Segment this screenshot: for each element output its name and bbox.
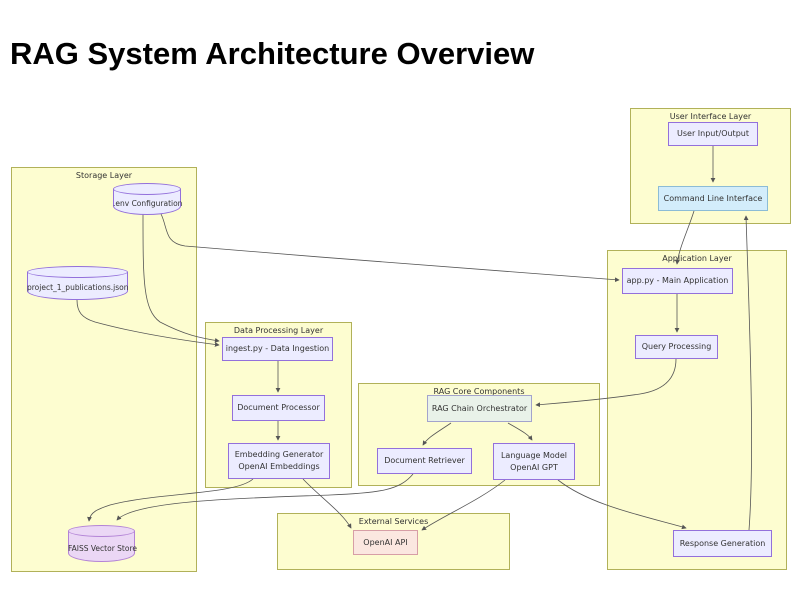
node-document-processor: Document Processor xyxy=(232,395,325,421)
container-label: Storage Layer xyxy=(75,171,133,180)
node-ingest-data-ingestion: ingest.py - Data Ingestion xyxy=(222,337,333,361)
node-label: RAG Chain Orchestrator xyxy=(431,403,528,413)
node-user-input-output: User Input/Output xyxy=(668,122,758,146)
container-label: RAG Core Components xyxy=(433,387,525,396)
database-cylinder-publications-json: project_1_publications.json xyxy=(27,266,128,300)
container-storage-layer: Storage Layer xyxy=(11,167,197,572)
node-app-main-application: app.py - Main Application xyxy=(622,268,733,294)
node-label-line1: Language Model xyxy=(500,450,568,460)
node-label: Document Retriever xyxy=(384,456,465,466)
cylinder-top xyxy=(27,266,128,278)
node-label-line1: Embedding Generator xyxy=(234,450,324,460)
node-label-line2: OpenAI GPT xyxy=(510,462,558,472)
cylinder-top xyxy=(113,183,181,195)
node-response-generation: Response Generation xyxy=(673,530,772,557)
database-cylinder-faiss-vector-store: FAISS Vector Store xyxy=(68,525,137,562)
node-label-line2: OpenAI Embeddings xyxy=(238,462,320,471)
node-language-model: Language Model OpenAI GPT xyxy=(493,443,575,480)
container-label: User Interface Layer xyxy=(669,112,752,121)
container-label: Data Processing Layer xyxy=(233,326,324,335)
node-rag-chain-orchestrator: RAG Chain Orchestrator xyxy=(427,395,532,422)
node-query-processing: Query Processing xyxy=(635,335,718,359)
database-cylinder-env-configuration: .env Configuration xyxy=(113,183,183,215)
node-label: OpenAI API xyxy=(363,537,408,547)
container-label: External Services xyxy=(358,517,429,526)
node-label: FAISS Vector Store xyxy=(68,543,137,553)
node-embedding-generator: Embedding Generator OpenAI Embeddings xyxy=(228,443,330,479)
container-label: Application Layer xyxy=(662,254,732,263)
node-document-retriever: Document Retriever xyxy=(377,448,472,474)
node-openai-api: OpenAI API xyxy=(353,530,418,555)
container-application-layer: Application Layer xyxy=(607,250,787,570)
node-command-line-interface: Command Line Interface xyxy=(658,186,768,211)
node-label: .env Configuration xyxy=(113,199,183,208)
node-label: Document Processor xyxy=(237,403,320,413)
cylinder-top xyxy=(68,525,135,537)
node-label: Query Processing xyxy=(641,342,712,352)
node-label: User Input/Output xyxy=(677,129,749,139)
edge-env-to-app-main xyxy=(160,213,620,283)
node-label: Response Generation xyxy=(679,538,766,548)
node-label: Command Line Interface xyxy=(663,193,763,203)
node-label: ingest.py - Data Ingestion xyxy=(225,344,330,354)
node-label: project_1_publications.json xyxy=(27,283,129,292)
page-title: RAG System Architecture Overview xyxy=(10,36,535,71)
node-label: app.py - Main Application xyxy=(626,276,729,286)
